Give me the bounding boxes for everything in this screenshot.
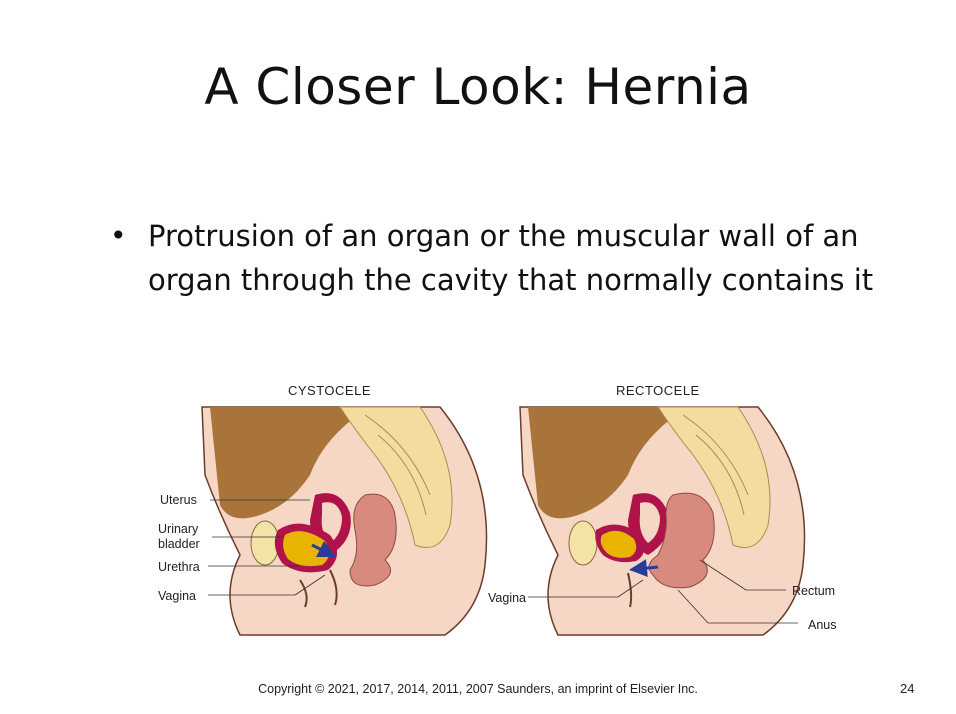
rectocele-diagram: [519, 406, 806, 636]
hernia-illustration: [201, 406, 806, 636]
label-rectum: Rectum: [792, 584, 836, 598]
label-urethra: Urethra: [158, 560, 200, 574]
label-bladder: bladder: [158, 537, 200, 551]
rectocele-caption: RECTOCELE: [616, 383, 700, 398]
label-uterus: Uterus: [160, 493, 197, 507]
cystocele-caption: CYSTOCELE: [288, 383, 372, 398]
label-anus: Anus: [808, 618, 837, 632]
label-urinary: Urinary: [158, 522, 199, 536]
bullet-text: Protrusion of an organ or the muscular w…: [148, 219, 874, 297]
label-vagina-left: Vagina: [158, 589, 196, 603]
copyright-footer: Copyright © 2021, 2017, 2014, 2011, 2007…: [258, 682, 698, 696]
page-number: 24: [900, 681, 915, 696]
label-vagina-right: Vagina: [488, 591, 526, 605]
slide-title: A Closer Look: Hernia: [204, 58, 752, 116]
cystocele-diagram: [201, 406, 488, 636]
bullet-dot-icon: •: [110, 219, 127, 252]
